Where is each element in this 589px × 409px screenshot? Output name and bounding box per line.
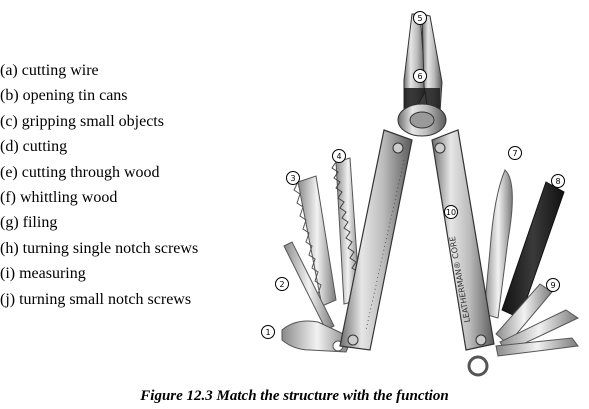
- left-handle: [339, 129, 413, 351]
- right-handle-rivet-bottom: [475, 334, 487, 346]
- marker-10: 10: [444, 205, 458, 219]
- marker-1: 1: [261, 325, 275, 339]
- function-item-a: (a) cutting wire: [0, 62, 99, 79]
- small-screwdriver: [283, 241, 335, 331]
- marker-3: 3: [286, 171, 300, 185]
- pivot-center: [409, 111, 435, 129]
- svg-text:5: 5: [417, 14, 422, 23]
- marker-6: 6: [413, 69, 427, 83]
- svg-text:10: 10: [446, 208, 456, 217]
- function-item-j: (j) turning small notch screws: [0, 290, 192, 308]
- function-item-i: (i) measuring: [0, 265, 86, 283]
- left-handle-rivet-top: [392, 142, 404, 154]
- right-handle: [431, 129, 495, 351]
- function-item-h: (h) turning single notch screws: [0, 239, 199, 257]
- marker-2: 2: [275, 277, 289, 291]
- marker-8: 8: [551, 174, 565, 188]
- right-handle-rivet-top: [434, 142, 446, 154]
- svg-text:1: 1: [265, 328, 270, 337]
- serrated-blade: [297, 175, 337, 307]
- function-item-b: (b) opening tin cans: [0, 87, 128, 105]
- saw-blade-teeth: [331, 161, 361, 283]
- marker-4: 4: [332, 149, 346, 163]
- marker-5: 5: [413, 11, 427, 25]
- svg-text:9: 9: [550, 281, 555, 290]
- svg-text:6: 6: [417, 72, 422, 81]
- left-handle-rivet-bottom: [347, 334, 359, 346]
- serrated-blade-teeth: [293, 181, 323, 307]
- svg-text:8: 8: [555, 177, 560, 186]
- lanyard-ring: [467, 355, 489, 377]
- svg-text:7: 7: [512, 149, 517, 158]
- function-item-g: (g) filing: [0, 214, 58, 232]
- function-item-f: (f) whittling wood: [0, 189, 118, 207]
- function-item-c: (c) gripping small objects: [0, 112, 164, 130]
- function-list: (a) cutting wire (b) opening tin cans (c…: [0, 58, 198, 312]
- extra-driver: [495, 337, 579, 357]
- svg-text:4: 4: [336, 152, 341, 161]
- function-item-d: (d) cutting: [0, 138, 68, 156]
- svg-text:2: 2: [279, 280, 284, 289]
- marker-7: 7: [508, 146, 522, 160]
- function-item-e: (e) cutting through wood: [0, 163, 160, 181]
- figure-caption: Figure 12.3 Match the structure with the…: [140, 388, 449, 404]
- svg-text:3: 3: [290, 174, 295, 183]
- marker-9: 9: [546, 278, 560, 292]
